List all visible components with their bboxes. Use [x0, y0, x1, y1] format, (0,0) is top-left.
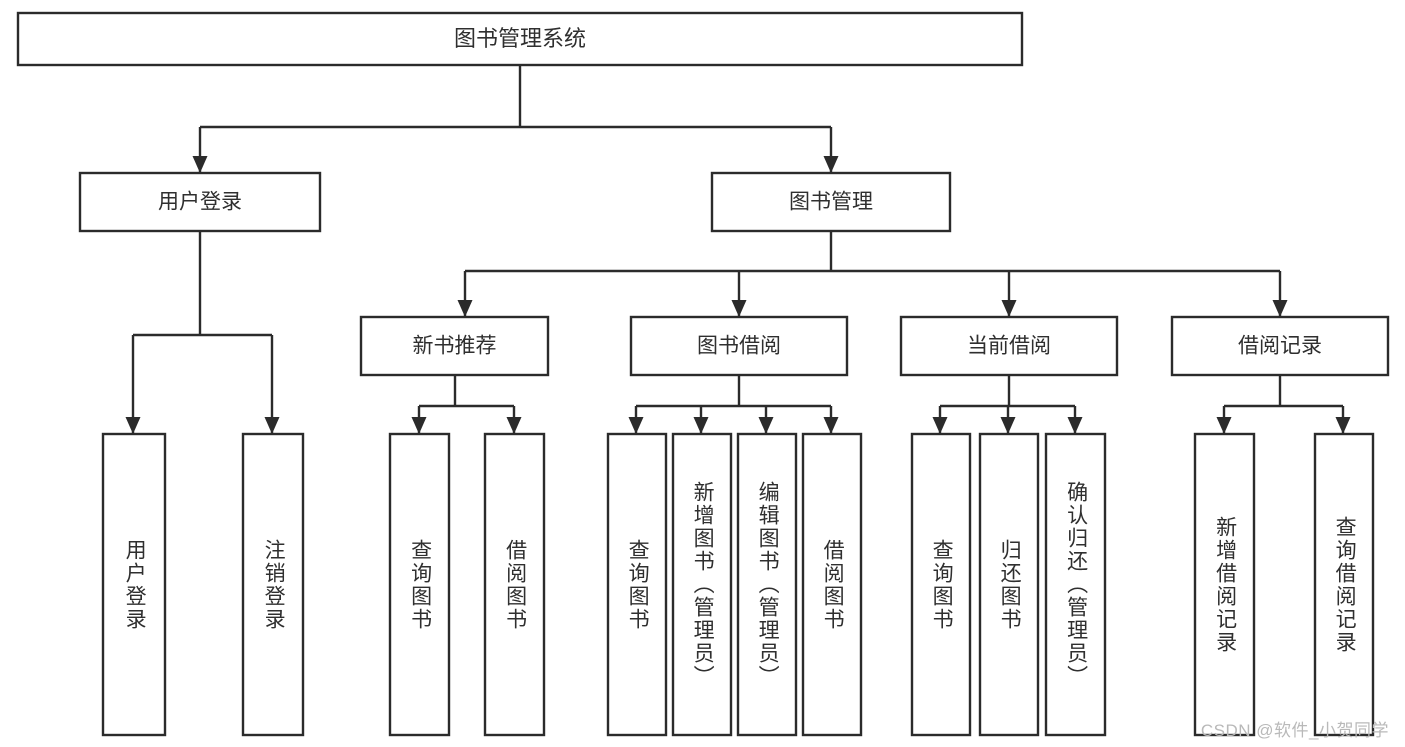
node-box-leaf-return-book[interactable]: [978, 432, 1040, 737]
node-box-leaf-borrow-book[interactable]: [801, 432, 863, 737]
node-box-new-book-rec[interactable]: [359, 315, 550, 377]
node-label-user-login: 用户登录: [158, 191, 242, 214]
node-box-root[interactable]: [16, 11, 1024, 67]
node-box-leaf-add-record[interactable]: [1193, 432, 1256, 737]
connector-new-book-rec-drop: [411, 375, 522, 434]
node-box-leaf-user-login[interactable]: [101, 432, 167, 737]
node-box-borrow-record[interactable]: [1170, 315, 1390, 377]
node-label-book-borrow: 图书借阅: [697, 335, 781, 358]
connector-root-drop: [192, 65, 839, 173]
watermark: CSDN @软件_小贺同学: [1200, 721, 1389, 740]
node-box-book-manage[interactable]: [710, 171, 952, 233]
node-box-book-borrow[interactable]: [629, 315, 849, 377]
node-box-leaf-edit-book[interactable]: [736, 432, 798, 737]
node-box-leaf-query-record[interactable]: [1313, 432, 1375, 737]
node-box-leaf-logout[interactable]: [241, 432, 305, 737]
connector-book-borrow-drop: [628, 375, 839, 434]
node-box-layer: [16, 11, 1390, 737]
node-label-borrow-record: 借阅记录: [1238, 335, 1322, 358]
node-box-leaf-confirm-return[interactable]: [1044, 432, 1107, 737]
node-box-leaf-query-book-rec[interactable]: [388, 432, 451, 737]
node-box-leaf-add-book[interactable]: [671, 432, 733, 737]
node-label-new-book-rec: 新书推荐: [413, 335, 497, 358]
connector-user-login-drop: [125, 231, 280, 434]
node-box-current-borrow[interactable]: [899, 315, 1119, 377]
node-label-book-manage: 图书管理: [789, 191, 873, 214]
node-label-root: 图书管理系统: [454, 26, 586, 51]
connector-book-manage-drop: [457, 231, 1288, 317]
connector-borrow-record-drop: [1216, 375, 1351, 434]
connector-current-borrow-drop: [932, 375, 1083, 434]
connector-layer: [125, 65, 1351, 434]
node-box-leaf-query-book-borrow[interactable]: [606, 432, 668, 737]
node-box-leaf-query-book-cur[interactable]: [910, 432, 972, 737]
node-box-leaf-borrow-book-rec[interactable]: [483, 432, 546, 737]
node-label-current-borrow: 当前借阅: [967, 335, 1051, 358]
node-box-user-login[interactable]: [78, 171, 322, 233]
